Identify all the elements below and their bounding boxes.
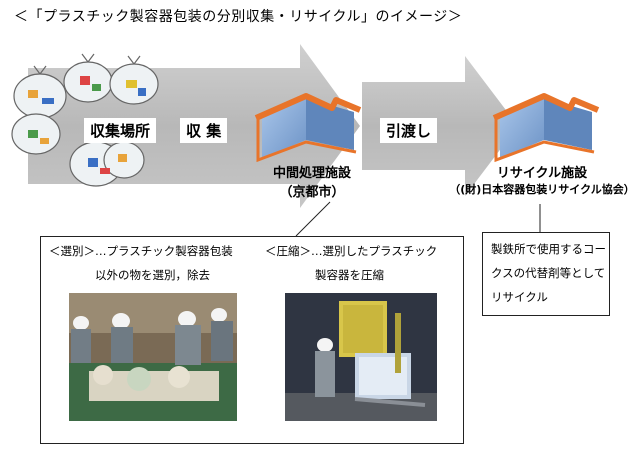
compression-photo: [285, 293, 437, 421]
flow-arrow-handover: [362, 56, 518, 196]
arrow-label-handover: 引渡し: [380, 118, 438, 143]
sorting-caption-line1: ＜選別＞…プラスチック製容器包装: [49, 244, 233, 258]
intermediate-facility-name: 中間処理施設: [272, 166, 351, 181]
garbage-bag-icon: [11, 53, 159, 187]
recycling-note-line2: クスの代替剤等として: [491, 266, 606, 280]
facility-building-icon: [492, 93, 600, 163]
arrow-label-collection: 収 集: [180, 118, 228, 143]
page-title: ＜「プラスチック製容器包装の分別収集・リサイクル」のイメージ＞: [14, 9, 463, 25]
intermediate-facility-label: 中間処理施設 （京都市）: [262, 162, 362, 200]
sorting-photo: [69, 293, 237, 421]
facility-building-icon: [254, 93, 362, 163]
collection-point-label: 収集場所: [84, 118, 157, 143]
recycling-facility-org: （(財)日本容器包装リサイクル協会）: [449, 183, 635, 196]
process-callout-box: ＜選別＞…プラスチック製容器包装 以外の物を選別，除去 ＜圧縮＞…選別したプラス…: [40, 236, 464, 444]
sorting-caption-line2: 以外の物を選別，除去: [95, 268, 210, 282]
compress-caption-line1: ＜圧縮＞…選別したプラスチック: [265, 244, 438, 258]
recycling-facility-name: リサイクル施設: [496, 166, 588, 181]
compress-caption-line2: 製容器を圧縮: [315, 268, 384, 282]
recycling-note-line1: 製鉄所で使用するコー: [491, 242, 606, 256]
recycling-callout-box: 製鉄所で使用するコー クスの代替剤等として リサイクル: [482, 232, 610, 316]
recycling-note-line3: リサイクル: [491, 290, 548, 304]
recycling-facility-label: リサイクル施設 （(財)日本容器包装リサイクル協会）: [446, 162, 638, 197]
intermediate-facility-city: （京都市）: [279, 185, 345, 200]
connector-line: [295, 201, 331, 237]
